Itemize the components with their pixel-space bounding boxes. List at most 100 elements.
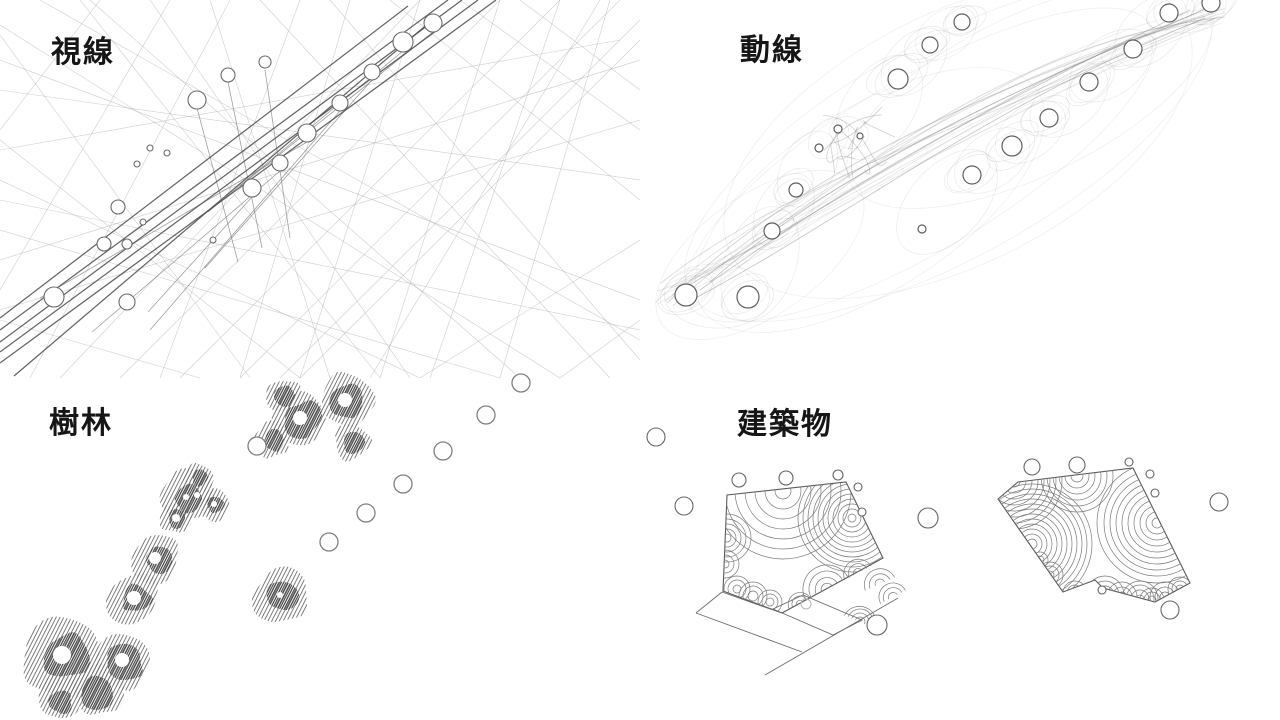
contour-arc: [723, 518, 747, 558]
contour-arc: [1103, 469, 1190, 577]
sight-line: [0, 179, 421, 379]
flow-stroke: [672, 8, 1225, 307]
sight-line: [0, 119, 641, 311]
flow-node-circle: [1001, 135, 1023, 157]
label-sight-lines: 視線: [51, 36, 115, 69]
flow-loop: [775, 178, 810, 207]
viewpoint-circle: [423, 13, 443, 33]
contour-arc: [734, 482, 832, 540]
viewpoint-circle: [121, 238, 133, 250]
flow-node-circle: [1159, 3, 1179, 23]
flow-loop: [987, 129, 1036, 171]
viewpoint-circle: [118, 293, 136, 311]
sight-line: [264, 69, 291, 239]
sight-line: [13, 21, 431, 377]
sight-line: [0, 39, 621, 151]
site-circle: [778, 470, 794, 486]
flow-loop: [954, 127, 1030, 194]
flow-node-circle: [953, 13, 971, 31]
ground-line: [721, 591, 774, 611]
contour-arc: [1139, 505, 1175, 541]
contour-arc: [723, 533, 732, 543]
scallop-arc: [1121, 580, 1159, 602]
ground-line: [695, 612, 803, 653]
scallop-arc: [814, 577, 838, 595]
flow-stroke: [688, 23, 1221, 285]
contour-arc: [822, 488, 882, 548]
flow-loop: [751, 210, 794, 245]
contour-arc: [998, 468, 1057, 524]
flow-loop: [684, 7, 1156, 323]
flow-stroke: [673, 6, 1211, 298]
flow-loop: [1109, 33, 1154, 71]
flow-loop: [1020, 100, 1070, 137]
scallop-arc: [1090, 580, 1120, 602]
site-circle: [1097, 585, 1107, 595]
chain-circle: [476, 405, 496, 425]
sight-line: [459, 0, 641, 131]
flow-loop: [944, 4, 979, 37]
sight-line: [0, 59, 641, 301]
flow-loop: [835, 55, 923, 160]
contour-arc: [765, 597, 775, 607]
contour-arc: [764, 482, 802, 510]
viewpoint-circle: [139, 218, 147, 226]
flow-loop: [905, 30, 951, 60]
sight-line: [0, 139, 301, 379]
tree-inner-shade: [265, 428, 284, 452]
flow-stroke: [664, 19, 1214, 302]
sight-line: [369, 0, 601, 379]
faint-circle: [800, 598, 812, 610]
flow-loop: [1192, 0, 1237, 26]
tree-trunk-dot: [127, 591, 141, 605]
flow-loop: [753, 172, 815, 249]
sight-line: [149, 110, 341, 331]
site-circle: [1023, 458, 1041, 476]
contour-arc: [1096, 468, 1190, 584]
flow-node-circle: [1201, 0, 1221, 13]
chain-circle: [319, 532, 339, 552]
sight-line: [299, 39, 641, 379]
flow-stroke: [657, 7, 1222, 305]
viewpoint-circle: [163, 149, 171, 157]
flow-node-circle: [1039, 108, 1059, 128]
viewpoint-circle: [271, 154, 289, 172]
contour-arc: [744, 482, 822, 530]
flow-loop: [1153, 0, 1227, 34]
site-circle: [917, 507, 939, 529]
flow-loop: [1101, 34, 1158, 67]
flow-node-circle: [887, 68, 909, 90]
flow-node-circle: [921, 36, 939, 54]
circulation-panel: [655, 0, 1238, 340]
tree-inner-shade: [273, 385, 296, 408]
sight-line: [0, 24, 561, 379]
sight-line: [149, 0, 411, 379]
scallop-arc: [1070, 588, 1080, 598]
tree-trunk-dot: [149, 552, 161, 564]
scallop-arc: [791, 595, 808, 608]
flow-stroke: [660, 16, 1220, 284]
contour-arc: [1021, 533, 1043, 555]
sight-line: [419, 239, 641, 379]
contour-arc: [832, 498, 872, 538]
flow-loop: [880, 27, 948, 97]
scallop-arc: [883, 587, 903, 602]
flow-stroke: [822, 114, 887, 166]
scallop-arc: [795, 600, 804, 607]
flow-loop: [903, 26, 948, 63]
flow-stroke: [691, 17, 1206, 301]
flow-node-circle: [917, 224, 927, 234]
flow-stroke: [841, 130, 871, 175]
flow-loop: [942, 5, 987, 35]
tree-inner-shade: [266, 581, 300, 611]
contour-arc: [847, 513, 857, 523]
flow-loop: [1145, 0, 1189, 29]
ground-line: [695, 591, 723, 614]
flow-loop: [896, 149, 998, 255]
contour-arc: [747, 590, 759, 602]
flow-loop: [720, 206, 800, 322]
tree-trunk-dot: [183, 494, 189, 500]
sight-line: [0, 0, 463, 343]
scallop-arc: [848, 563, 868, 578]
tree-trunk-dot: [211, 501, 217, 507]
